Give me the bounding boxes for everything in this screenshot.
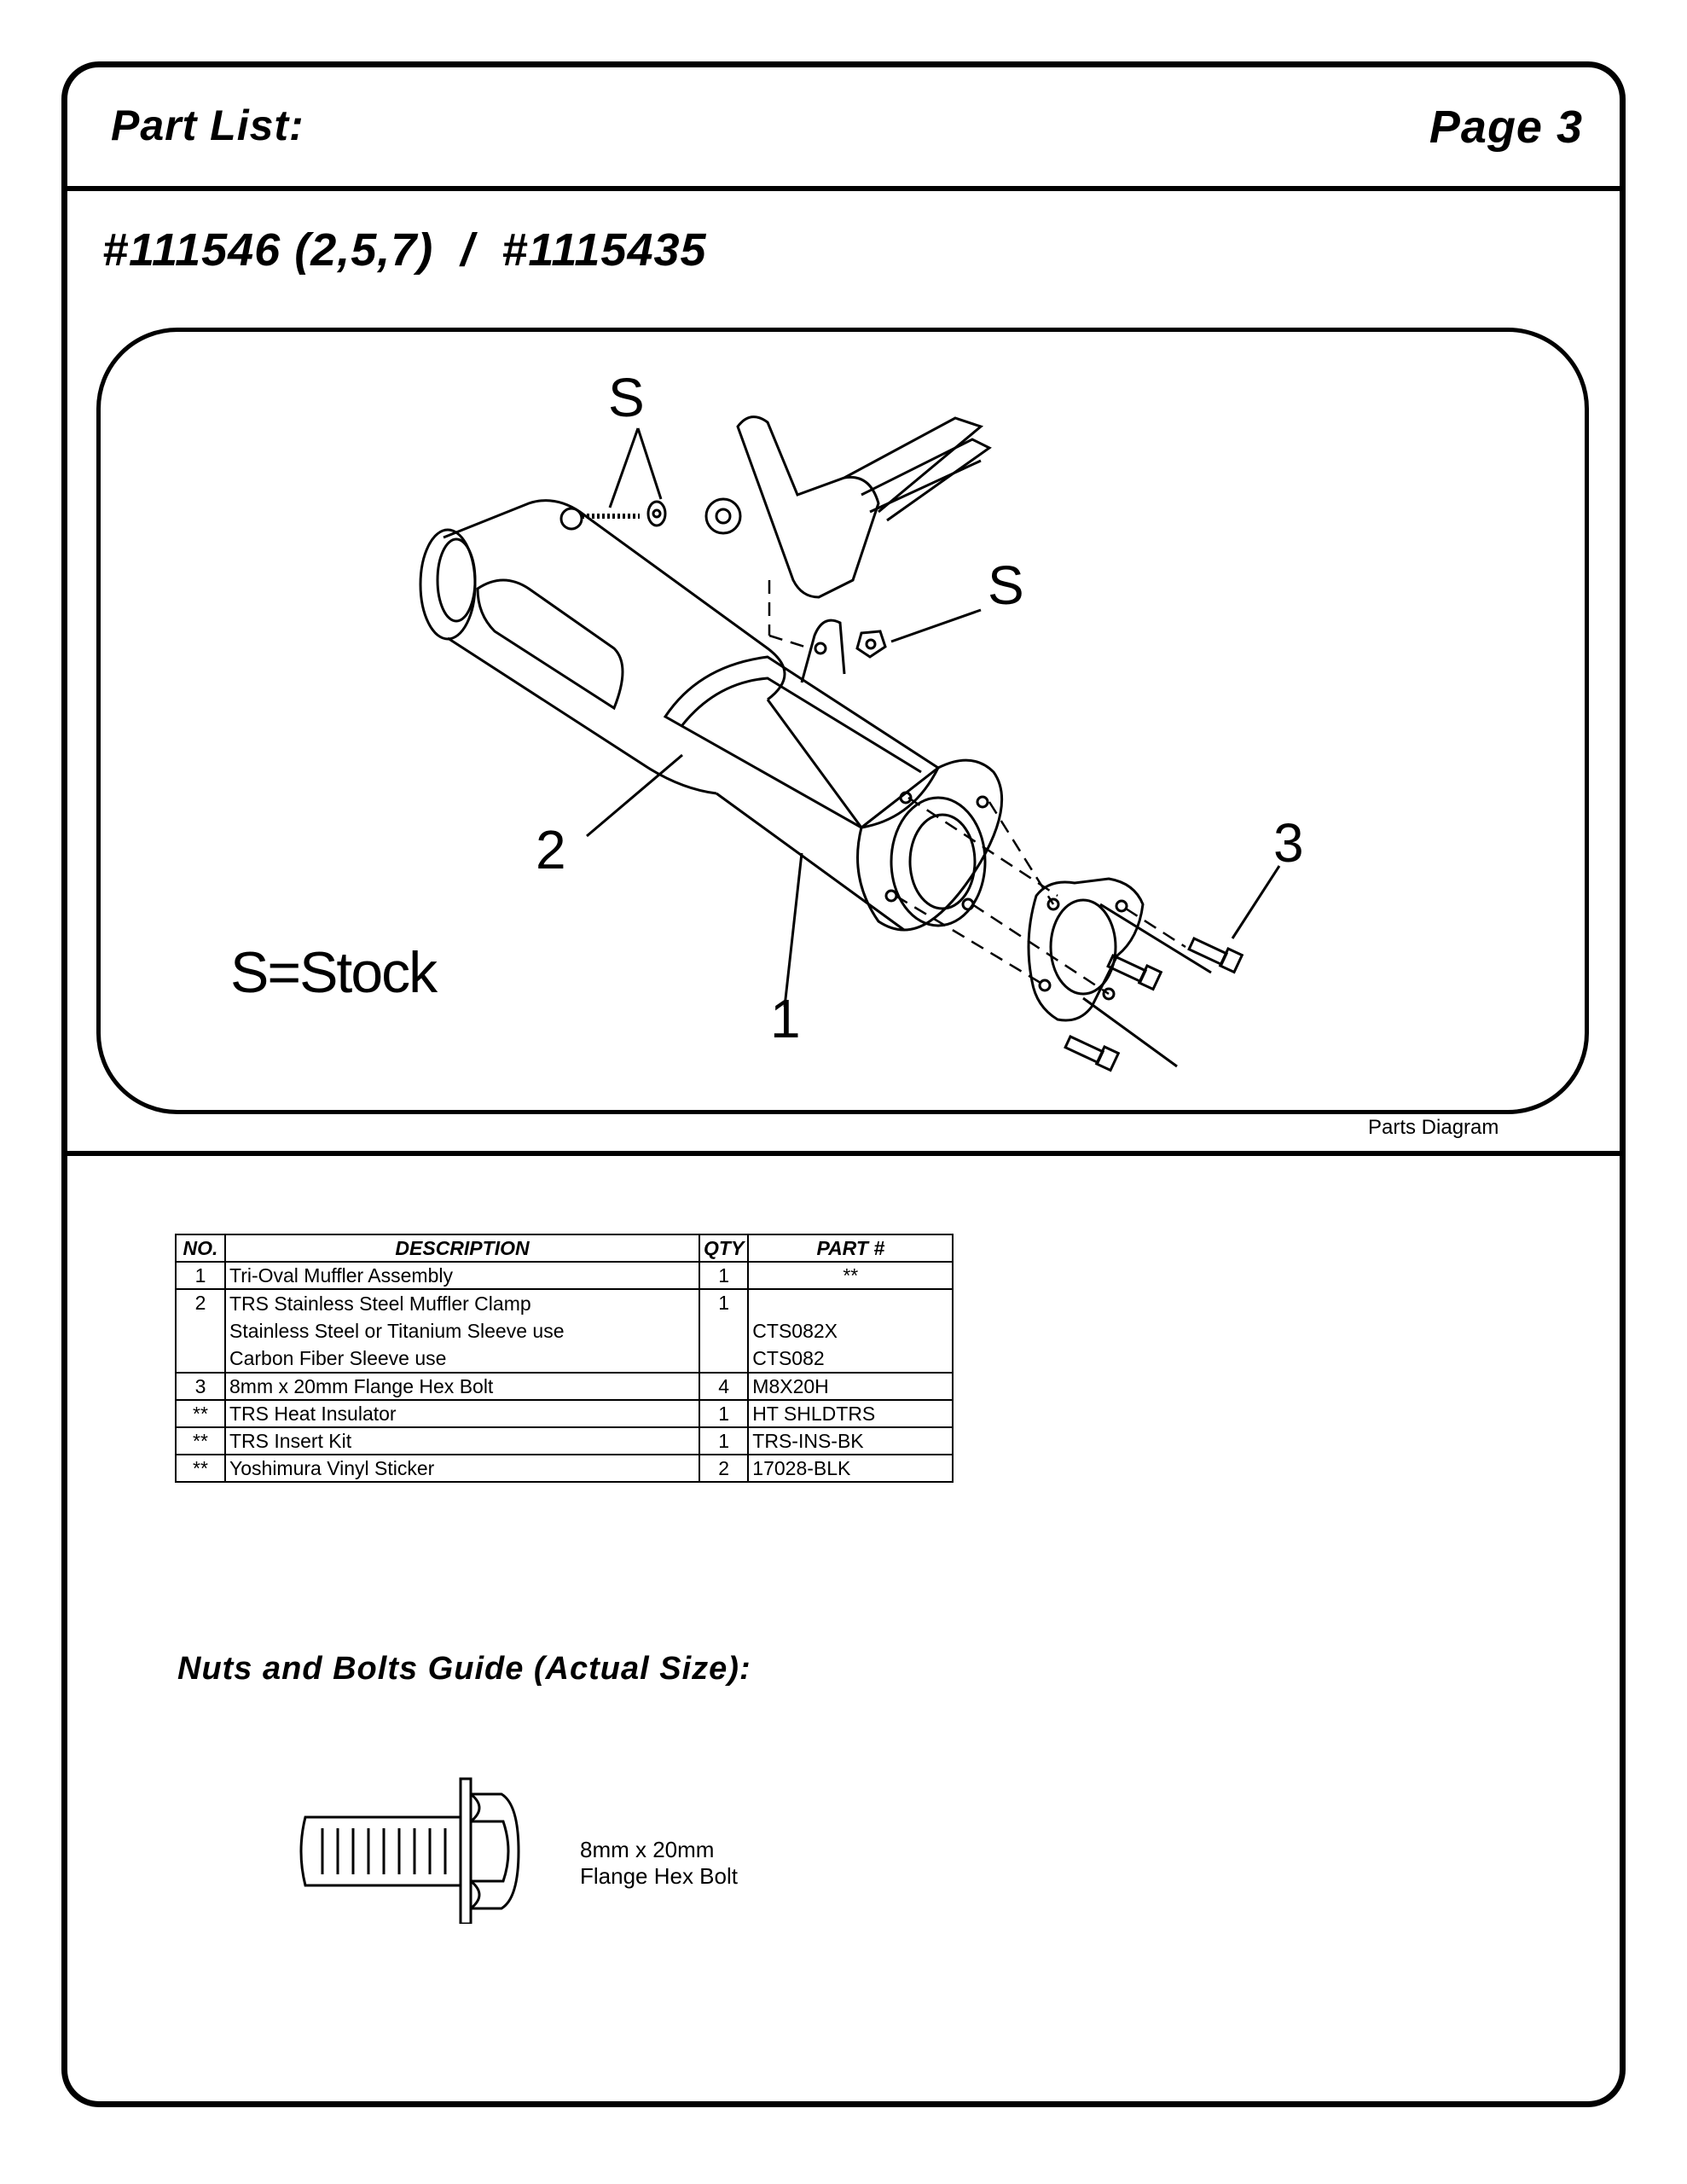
guide-title: Nuts and Bolts Guide (Actual Size):: [177, 1651, 751, 1687]
row-no: **: [175, 1399, 226, 1428]
row-part: M8X20H: [747, 1372, 954, 1401]
callout-1: 1: [770, 988, 802, 1049]
bolt-type-label: Flange Hex Bolt: [580, 1863, 738, 1889]
callout-2: 2: [536, 819, 567, 880]
row-description-line: Carbon Fiber Sleeve use: [229, 1347, 447, 1369]
callout-3: 3: [1273, 812, 1305, 874]
table-row: 1 Tri-Oval Muffler Assembly 1 **: [175, 1261, 954, 1290]
table-header-row: NO. DESCRIPTION QTY PART #: [175, 1234, 954, 1263]
row-description: TRS Stainless Steel Muffler Clamp Stainl…: [224, 1288, 700, 1374]
row-qty: 1: [698, 1426, 750, 1455]
stock-legend: S=Stock: [230, 940, 438, 1005]
row-description: 8mm x 20mm Flange Hex Bolt: [224, 1372, 700, 1401]
row-description: Tri-Oval Muffler Assembly: [224, 1261, 700, 1290]
row-part: HT SHLDTRS: [747, 1399, 954, 1428]
row-part: **: [747, 1261, 954, 1290]
muffler-hanger-tab: [800, 619, 846, 683]
row-part: CTS082X CTS082: [747, 1288, 954, 1374]
row-no: **: [175, 1426, 226, 1455]
row-qty: 4: [698, 1372, 750, 1401]
row-qty: 1: [698, 1288, 750, 1374]
header-no: NO.: [175, 1234, 226, 1263]
table-row: ** Yoshimura Vinyl Sticker 2 17028-BLK: [175, 1454, 954, 1483]
table-row: 2 TRS Stainless Steel Muffler Clamp Stai…: [175, 1288, 954, 1374]
callout-s-right: S: [988, 555, 1025, 616]
row-part-line: CTS082: [752, 1347, 825, 1369]
row-no: 2: [175, 1288, 226, 1374]
row-qty: 2: [698, 1454, 750, 1483]
header-part: PART #: [747, 1234, 954, 1263]
part-numbers-heading: #111546 (2,5,7) / #1115435: [102, 224, 707, 276]
row-no: **: [175, 1454, 226, 1483]
exhaust-diagram-illustration: [419, 415, 1281, 1072]
table-row: ** TRS Insert Kit 1 TRS-INS-BK: [175, 1426, 954, 1455]
row-part-line: CTS082X: [752, 1320, 838, 1342]
table-row: ** TRS Heat Insulator 1 HT SHLDTRS: [175, 1399, 954, 1428]
row-no: 1: [175, 1261, 226, 1290]
row-no: 3: [175, 1372, 226, 1401]
row-description-line: Stainless Steel or Titanium Sleeve use: [229, 1320, 565, 1342]
row-part-line: [752, 1290, 948, 1317]
row-description-line: TRS Stainless Steel Muffler Clamp: [229, 1292, 531, 1315]
bolt-label: 8mm x 20mm Flange Hex Bolt: [580, 1837, 738, 1890]
page-number: Page 3: [1429, 102, 1583, 153]
row-part: TRS-INS-BK: [747, 1426, 954, 1455]
callout-s-top: S: [608, 367, 646, 428]
row-description: TRS Heat Insulator: [224, 1399, 700, 1428]
header-description: DESCRIPTION: [224, 1234, 700, 1263]
outlet-flange: [1027, 877, 1145, 1022]
parts-diagram-box: S S 2 1 3 S=Stock: [96, 328, 1589, 1114]
header-divider: [61, 186, 1626, 191]
row-qty: 1: [698, 1261, 750, 1290]
muffler-outlet-cap: [856, 758, 1004, 932]
row-part: 17028-BLK: [747, 1454, 954, 1483]
subframe-bracket: [736, 415, 880, 599]
parts-diagram-caption: Parts Diagram: [1368, 1116, 1499, 1139]
row-description: TRS Insert Kit: [224, 1426, 700, 1455]
flange-bolt: [1187, 937, 1244, 974]
muffler-body: [447, 636, 717, 795]
bolt-size-label: 8mm x 20mm: [580, 1837, 715, 1862]
table-row: 3 8mm x 20mm Flange Hex Bolt 4 M8X20H: [175, 1372, 954, 1401]
page-frame: [61, 61, 1626, 2107]
section-divider: [61, 1151, 1626, 1156]
header-qty: QTY: [698, 1234, 750, 1263]
parts-table: NO. DESCRIPTION QTY PART # 1 Tri-Oval Mu…: [175, 1234, 954, 1483]
row-qty: 1: [698, 1399, 750, 1428]
row-description: Yoshimura Vinyl Sticker: [224, 1454, 700, 1483]
muffler-sleeve: [663, 655, 940, 829]
flange-hex-bolt-icon: [299, 1777, 520, 1924]
page-title: Part List:: [111, 102, 304, 149]
